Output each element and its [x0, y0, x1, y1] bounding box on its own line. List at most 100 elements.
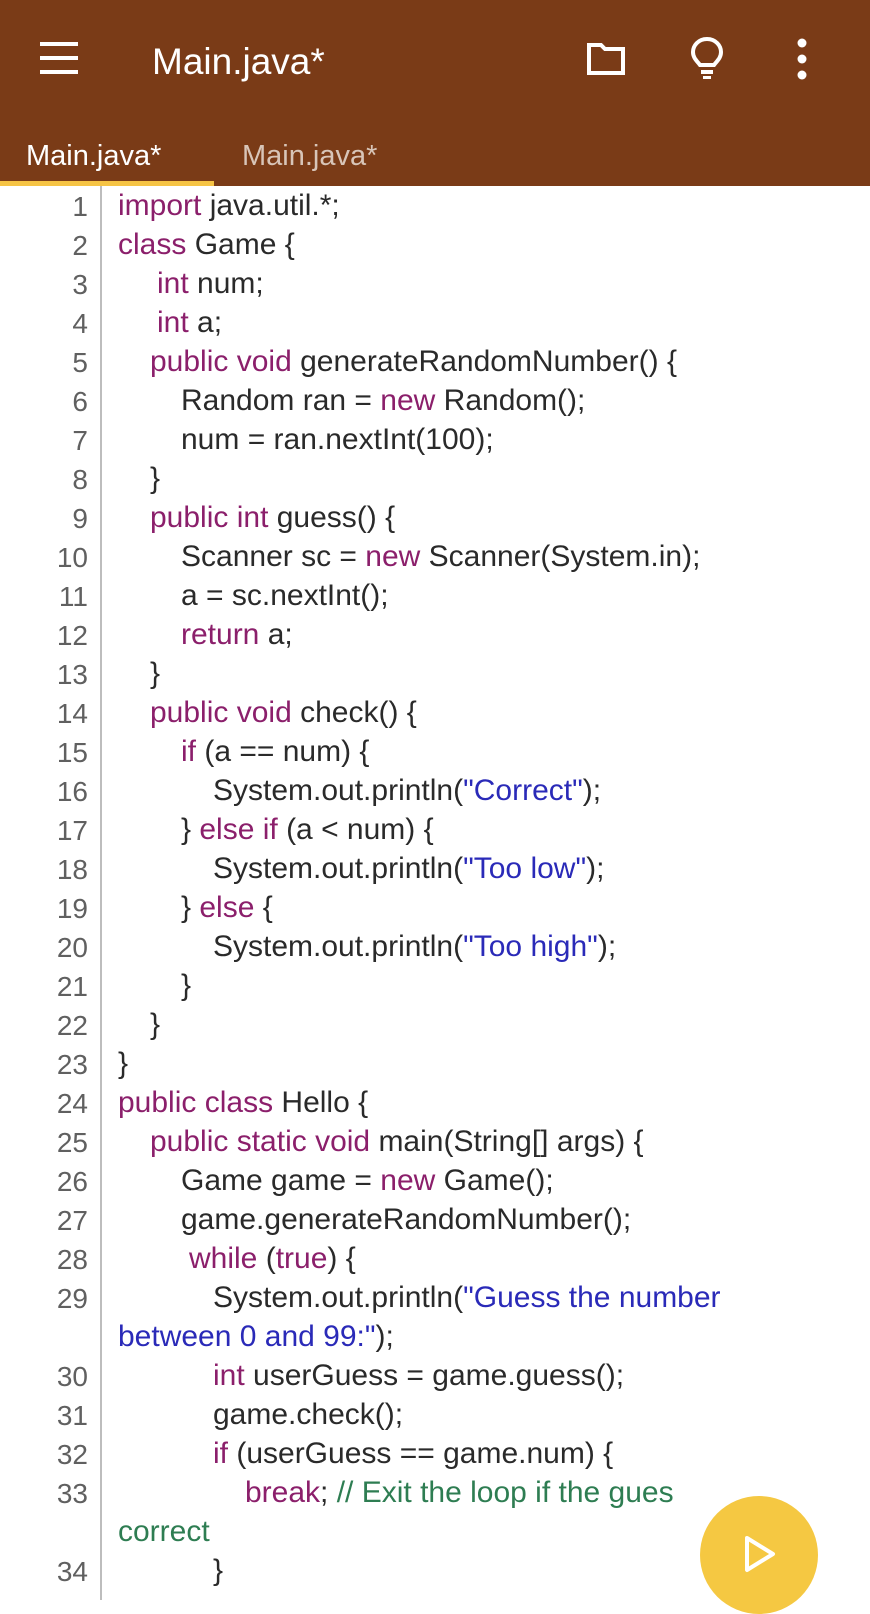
- code-line: public class Hello {: [118, 1083, 368, 1123]
- code-token: );: [586, 852, 605, 885]
- code-line: }: [213, 1551, 223, 1591]
- play-icon: [745, 1536, 775, 1572]
- line-number: 18: [56, 854, 88, 885]
- code-line: between 0 and 99:");: [118, 1317, 394, 1357]
- code-token: new: [380, 384, 436, 417]
- code-token: Hello {: [273, 1086, 369, 1119]
- code-token: Scanner(System.in);: [420, 540, 701, 573]
- code-token: public void: [150, 696, 292, 729]
- line-number: 10: [56, 542, 88, 573]
- line-number: 15: [56, 737, 88, 768]
- code-token: num;: [188, 267, 264, 300]
- code-token: Game();: [435, 1164, 554, 1197]
- code-token: new: [380, 1164, 436, 1197]
- code-line: System.out.println("Too high");: [213, 927, 616, 967]
- line-number: 4: [72, 308, 88, 339]
- code-line: class Game {: [118, 225, 295, 265]
- code-token: while: [189, 1242, 258, 1275]
- code-line: return a;: [181, 615, 293, 655]
- code-line: Scanner sc = new Scanner(System.in);: [181, 537, 700, 577]
- code-line: }: [150, 654, 160, 694]
- code-token: game.check();: [213, 1398, 404, 1431]
- code-token: "Too high": [463, 930, 598, 963]
- code-token: (: [257, 1242, 276, 1275]
- line-number: 25: [56, 1127, 88, 1158]
- code-token: "Correct": [463, 774, 583, 807]
- code-line: num = ran.nextInt(100);: [181, 420, 494, 460]
- code-token: "Too low": [463, 852, 587, 885]
- code-token: }: [150, 1008, 161, 1041]
- line-number: 3: [72, 269, 88, 300]
- code-line: a = sc.nextInt();: [181, 576, 389, 616]
- run-button[interactable]: [700, 1496, 818, 1614]
- line-number: 20: [56, 932, 88, 963]
- code-token: Random ran =: [181, 384, 381, 417]
- lightbulb-icon[interactable]: [690, 36, 724, 80]
- code-token: ) {: [327, 1242, 356, 1275]
- tab-main-java-active[interactable]: Main.java*: [26, 140, 162, 172]
- line-number: 22: [56, 1010, 88, 1041]
- line-number: 6: [72, 386, 88, 417]
- line-number: 11: [58, 581, 88, 612]
- line-number: 33: [56, 1478, 88, 1509]
- code-line: public static void main(String[] args) {: [150, 1122, 644, 1162]
- code-line: } else {: [181, 888, 273, 928]
- code-token: System.out.println(: [213, 774, 464, 807]
- code-token: check() {: [291, 696, 417, 729]
- code-token: new: [365, 540, 421, 573]
- code-line: System.out.println("Too low");: [213, 849, 604, 889]
- code-line: Game game = new Game();: [181, 1161, 554, 1201]
- code-token: a = sc.nextInt();: [181, 579, 389, 612]
- tab-main-java[interactable]: Main.java*: [242, 140, 378, 172]
- line-number: 13: [56, 659, 88, 690]
- code-token: }: [213, 1554, 224, 1587]
- code-token: public static void: [150, 1125, 371, 1158]
- code-line: System.out.println("Correct");: [213, 771, 601, 811]
- code-line: import java.util.*;: [118, 186, 340, 226]
- code-token: a;: [259, 618, 293, 651]
- line-number: 5: [72, 347, 88, 378]
- code-token: // Exit the loop if the gues: [336, 1476, 674, 1509]
- code-token: generateRandomNumber() {: [291, 345, 677, 378]
- line-number: 31: [56, 1400, 88, 1431]
- code-line: }: [118, 1044, 128, 1084]
- code-token: break: [245, 1476, 321, 1509]
- line-number: 34: [56, 1556, 88, 1587]
- code-token: true: [275, 1242, 328, 1275]
- code-token: System.out.println(: [213, 1281, 464, 1314]
- line-number: 29: [56, 1283, 88, 1314]
- line-number: 17: [56, 815, 88, 846]
- code-token: }: [150, 462, 161, 495]
- line-number: 12: [56, 620, 88, 651]
- code-token: }: [181, 813, 200, 846]
- code-token: Game {: [186, 228, 295, 261]
- menu-icon[interactable]: [40, 42, 80, 74]
- code-line: game.check();: [213, 1395, 403, 1435]
- code-token: between 0 and 99:": [118, 1320, 376, 1353]
- line-number: 21: [56, 971, 88, 1002]
- line-number: 7: [72, 425, 88, 456]
- code-token: }: [150, 657, 161, 690]
- code-token: num = ran.nextInt(100);: [181, 423, 494, 456]
- code-line: public void check() {: [150, 693, 417, 733]
- line-number: 9: [72, 503, 88, 534]
- line-number: 27: [56, 1205, 88, 1236]
- code-token: userGuess = game.guess();: [244, 1359, 625, 1392]
- code-token: "Guess the number: [463, 1281, 721, 1314]
- code-line: int a;: [157, 303, 222, 343]
- code-token: }: [118, 1047, 129, 1080]
- code-line: while (true) {: [189, 1239, 356, 1279]
- code-line: if (userGuess == game.num) {: [213, 1434, 613, 1474]
- line-number: 16: [56, 776, 88, 807]
- more-vert-icon[interactable]: [796, 38, 808, 80]
- code-line: int num;: [157, 264, 264, 304]
- code-token: if: [181, 735, 196, 768]
- tab-bar: Main.java* Main.java*: [0, 124, 870, 186]
- code-line: if (a == num) {: [181, 732, 369, 772]
- folder-icon[interactable]: [586, 42, 626, 76]
- code-token: import: [118, 189, 202, 222]
- code-token: {: [254, 891, 273, 924]
- code-token: guess() {: [268, 501, 396, 534]
- code-token: java.util.*;: [201, 189, 340, 222]
